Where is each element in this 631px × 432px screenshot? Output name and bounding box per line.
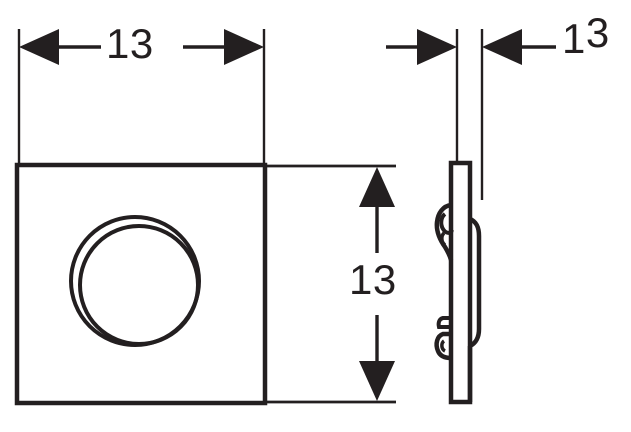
front-view-group: [14, 162, 268, 406]
depth-arrowhead-left-icon: [417, 29, 457, 65]
side-view-upper-clip-eye: [439, 212, 454, 235]
depth-arrowhead-right-icon: [482, 29, 522, 65]
dimension-depth-label-digit-1: 1: [562, 15, 586, 62]
dimension-depth-label: 13: [562, 12, 610, 62]
side-view-front-cover: [468, 216, 482, 349]
dimension-width-label: 13: [106, 20, 154, 67]
dimension-height-group: [266, 164, 396, 404]
side-view-lower-clip-upper: [436, 316, 451, 329]
side-view-upper-clip: [434, 202, 454, 261]
button-inner-circle: [78, 224, 200, 346]
side-view-upper-clip-notch: [440, 231, 447, 247]
height-arrowhead-bottom-icon: [359, 361, 395, 401]
side-view-lower-clip-eye: [440, 339, 446, 353]
side-view-plate-body: [448, 160, 473, 405]
dimension-depth-label-digit-2: 3: [585, 9, 610, 56]
width-arrowhead-left-icon: [19, 29, 59, 65]
width-arrowhead-right-icon: [224, 29, 264, 65]
dimension-depth-group: [386, 29, 556, 200]
height-arrowhead-top-icon: [359, 167, 395, 207]
side-view-group: [434, 160, 482, 405]
dimension-width-group: [17, 29, 266, 167]
front-view-plate-outline: [14, 162, 268, 406]
side-view-lower-clip-lower: [434, 331, 452, 361]
dimension-height-label: 13: [349, 256, 397, 303]
